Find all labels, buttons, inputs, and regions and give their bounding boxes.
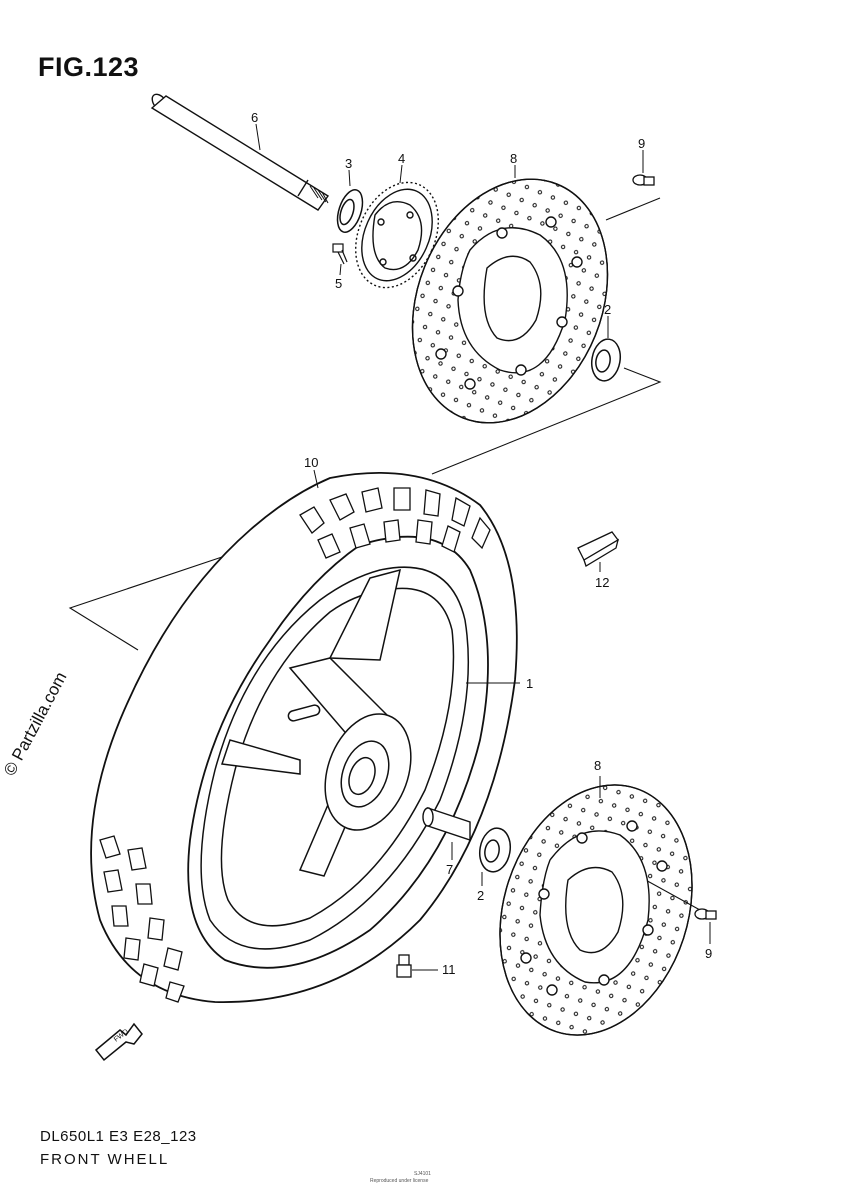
callout-1[interactable]: 1 [526, 676, 534, 691]
valve[interactable] [396, 954, 412, 978]
callout-2-upper[interactable]: 2 [604, 302, 612, 317]
callout-8-lower[interactable]: 8 [594, 758, 602, 773]
callout-6[interactable]: 6 [251, 110, 259, 125]
callout-4[interactable]: 4 [398, 151, 406, 166]
brake-disc-upper[interactable] [377, 150, 642, 453]
tire[interactable] [90, 471, 518, 1003]
callout-8-upper[interactable]: 8 [510, 151, 518, 166]
small-credit: Reproduced under license [370, 1178, 429, 1184]
callout-7[interactable]: 7 [446, 862, 454, 877]
bearing-lower[interactable] [476, 826, 513, 875]
callout-9-lower[interactable]: 9 [705, 946, 713, 961]
forward-direction-arrow: FWD [94, 1022, 143, 1062]
leader-lines [255, 123, 711, 971]
front-wheel-rim[interactable] [200, 566, 470, 950]
callout-2-lower[interactable]: 2 [477, 888, 485, 903]
callout-3[interactable]: 3 [345, 156, 353, 171]
brake-disc-lower[interactable] [469, 760, 723, 1060]
oil-seal[interactable] [333, 187, 368, 236]
model-code: DL650L1 E3 E28_123 [40, 1128, 197, 1145]
figure-title: FIG.123 [38, 52, 140, 82]
front-axle[interactable] [149, 91, 330, 211]
assembly-name: FRONT WHELL [40, 1151, 170, 1168]
disc-bolt-upper[interactable] [632, 174, 655, 186]
callout-9-upper[interactable]: 9 [638, 136, 646, 151]
spacer[interactable] [422, 807, 471, 841]
disc-bolt-lower[interactable] [694, 908, 717, 920]
callout-5[interactable]: 5 [335, 276, 343, 291]
sensor-ring-bolt[interactable] [332, 243, 348, 265]
abs-sensor-ring[interactable] [340, 169, 454, 300]
small-code: SJ4101 [414, 1171, 431, 1177]
callout-12[interactable]: 12 [595, 575, 610, 590]
balancer-weight[interactable] [577, 531, 620, 567]
bearing-upper[interactable] [589, 337, 624, 383]
callout-10[interactable]: 10 [304, 455, 319, 470]
callout-11[interactable]: 11 [442, 962, 456, 977]
